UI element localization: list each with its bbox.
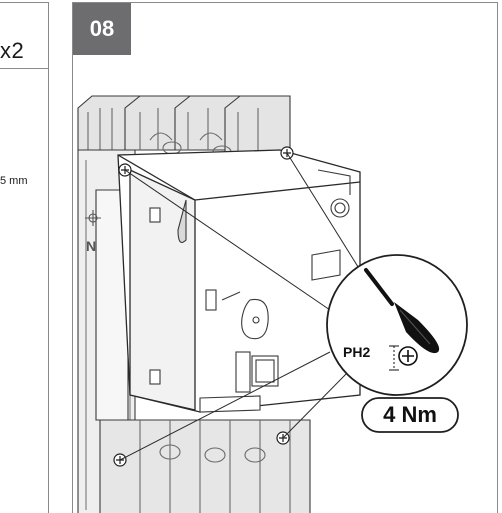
- quantity-label: x2: [0, 38, 25, 63]
- callout-leaders: [119, 152, 361, 461]
- previous-step-panel: [0, 2, 49, 513]
- neutral-label: N: [86, 238, 97, 254]
- tool-size-label: PH2: [343, 344, 371, 360]
- top-terminals: [77, 95, 291, 156]
- torque-box: [361, 397, 459, 433]
- step-panel: [72, 2, 498, 513]
- dimension-label: 5 mm: [0, 175, 28, 187]
- tool-callout-circle: [326, 254, 468, 396]
- previous-step-header: [0, 2, 48, 69]
- cover-details: [149, 169, 351, 413]
- terminal-ribs: [87, 108, 259, 159]
- torque-value-label: 4 Nm: [383, 402, 437, 427]
- screwdriver-icon: [364, 268, 440, 354]
- phillips-cross-icon: [389, 345, 418, 371]
- neutral-marker: [85, 210, 101, 226]
- step-number-badge: 08: [73, 3, 131, 55]
